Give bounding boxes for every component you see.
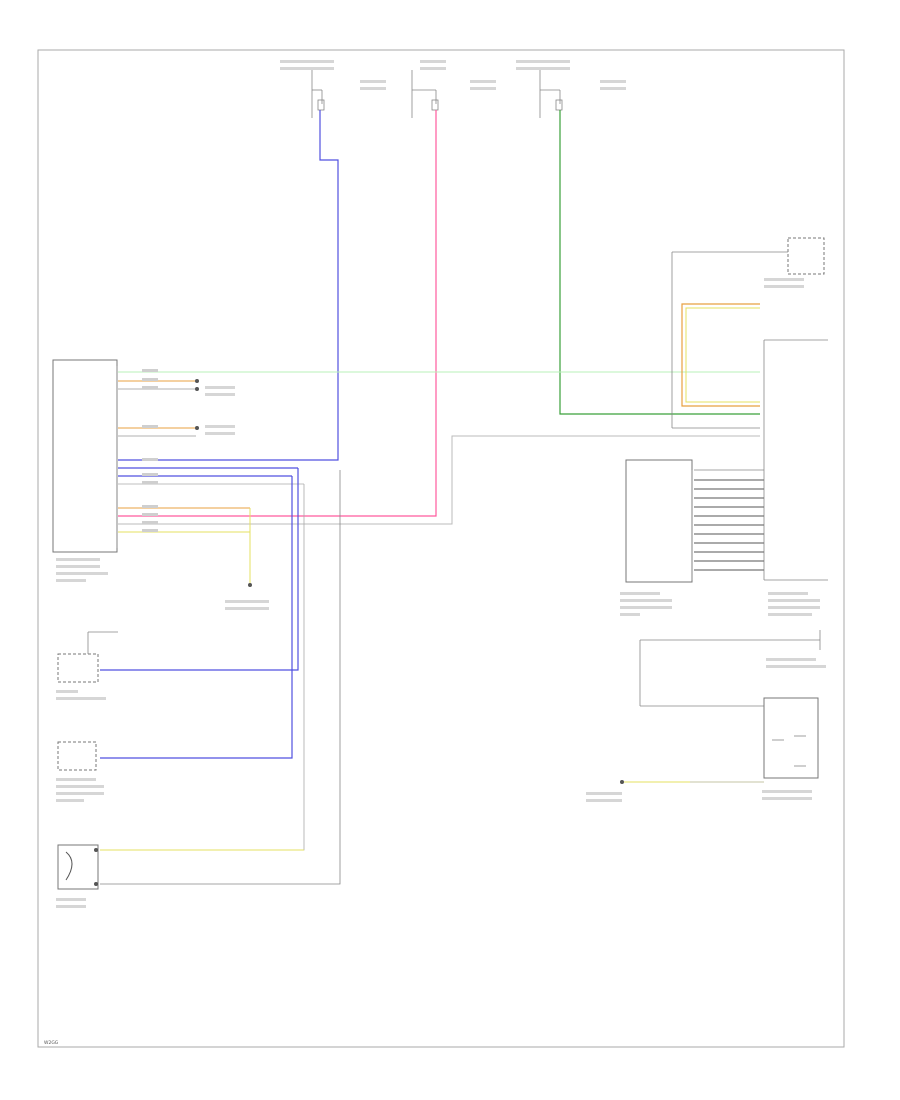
fuse-block-2 [411,70,439,118]
wire-blue-feed [118,110,339,461]
selector-pin-wires [694,469,764,571]
diagram-frame [37,49,845,1048]
fuse-block-1 [311,70,325,118]
diagram-id: W2GG [44,1040,59,1046]
instrument-cluster [671,237,825,429]
wire-yellow-loop [685,307,760,403]
selector-labels [620,592,820,616]
wire-green-feed [559,110,760,415]
fuse-labels [280,60,626,90]
transmission-sensor [56,741,104,802]
tcm-pin-wires [118,379,304,587]
selector-lever-sensor [625,459,693,583]
shift-lock-solenoid [56,844,99,908]
transmission-range-switch [762,697,819,800]
wire-blue-trunk-2 [100,476,293,759]
wire-orange-loop [681,303,760,407]
fuse-block-3 [539,70,563,118]
wire-pink-feed [118,110,437,517]
tcm-wire-labels [56,369,269,610]
range-switch-feed [586,780,764,802]
transmission-switch-wires [639,630,826,707]
wire-gray-cross [118,435,760,525]
selector-lever-connector [763,339,828,581]
wire-blue-trunk-1 [100,468,299,671]
transmission-control-module [52,359,118,553]
wire-gray-trunk [100,484,305,851]
wire-gray-return [100,470,341,885]
engine-control-module [56,631,118,700]
